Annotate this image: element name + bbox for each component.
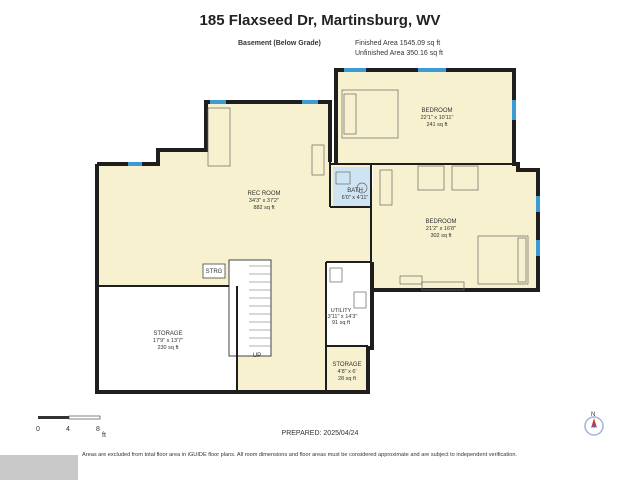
- bath-name: BATH: [347, 188, 363, 194]
- bedroom-1-dims: 22'1" x 10'11": [421, 115, 454, 121]
- bath-floor: [333, 167, 371, 207]
- scale-tick-0: 0: [36, 426, 40, 433]
- storage-1-floor: [97, 286, 237, 392]
- interior-walls: [97, 162, 520, 392]
- bedroom-1-area: 241 sq ft: [426, 122, 448, 128]
- utility-dims: 13'11" x 14'3": [325, 314, 358, 320]
- bedroom-2-dims: 21'2" x 16'8": [426, 226, 456, 232]
- utility-area: 91 sq ft: [332, 320, 351, 326]
- compass-north: N: [591, 412, 595, 418]
- utility-floor: [326, 262, 372, 346]
- stairs-up-label: UP: [253, 353, 261, 359]
- windows: [128, 68, 540, 256]
- level-name: Basement (Below Grade): [238, 40, 321, 47]
- bedroom-1-floor: [336, 70, 514, 164]
- storage-1-name: STORAGE: [153, 331, 182, 337]
- stairs: [228, 259, 272, 357]
- bath-dims: 6'0" x 4'11": [342, 195, 369, 201]
- rec-room-area: 882 sq ft: [253, 205, 275, 211]
- rec-room-name: REC ROOM: [248, 191, 281, 197]
- storage-2-area: 28 sq ft: [338, 376, 357, 382]
- compass-icon: [584, 416, 604, 436]
- bedroom-1-name: BEDROOM: [421, 108, 452, 114]
- plan-title: 185 Flaxseed Dr, Martinsburg, WV: [199, 12, 441, 29]
- scale-bar: [38, 415, 101, 420]
- prepared-date: PREPARED: 2025/04/24: [281, 430, 359, 437]
- stair-treads: [249, 265, 271, 347]
- rec-room-dims: 34'3" x 37'2": [249, 198, 279, 204]
- scale-unit: ft: [102, 432, 106, 439]
- bedroom-2-floor: [373, 164, 538, 290]
- furniture: [207, 89, 529, 309]
- bedroom-2-area: 302 sq ft: [430, 233, 452, 239]
- storage-2-dims: 4'8" x 6': [337, 369, 356, 375]
- utility-name: UTILITY: [331, 308, 352, 314]
- finished-area: Finished Area 1545.09 sq ft: [355, 40, 441, 47]
- scale-tick-8: 8: [96, 426, 100, 433]
- finished-floor: [97, 102, 373, 392]
- disclaimer: Areas are excluded from total floor area…: [82, 452, 517, 458]
- storage-2-floor: [326, 346, 368, 392]
- storage-1-dims: 17'9" x 13'7": [153, 338, 183, 344]
- storage-1-area: 230 sq ft: [157, 345, 179, 351]
- scale-tick-4: 4: [66, 426, 70, 433]
- strg-name: STRG: [206, 269, 223, 275]
- strg-closet: [202, 263, 226, 279]
- watermark-logo: [0, 455, 78, 480]
- bedroom-2-name: BEDROOM: [425, 219, 456, 225]
- unfinished-area: Unfinished Area 350.16 sq ft: [355, 50, 443, 57]
- storage-2-name: STORAGE: [332, 362, 361, 368]
